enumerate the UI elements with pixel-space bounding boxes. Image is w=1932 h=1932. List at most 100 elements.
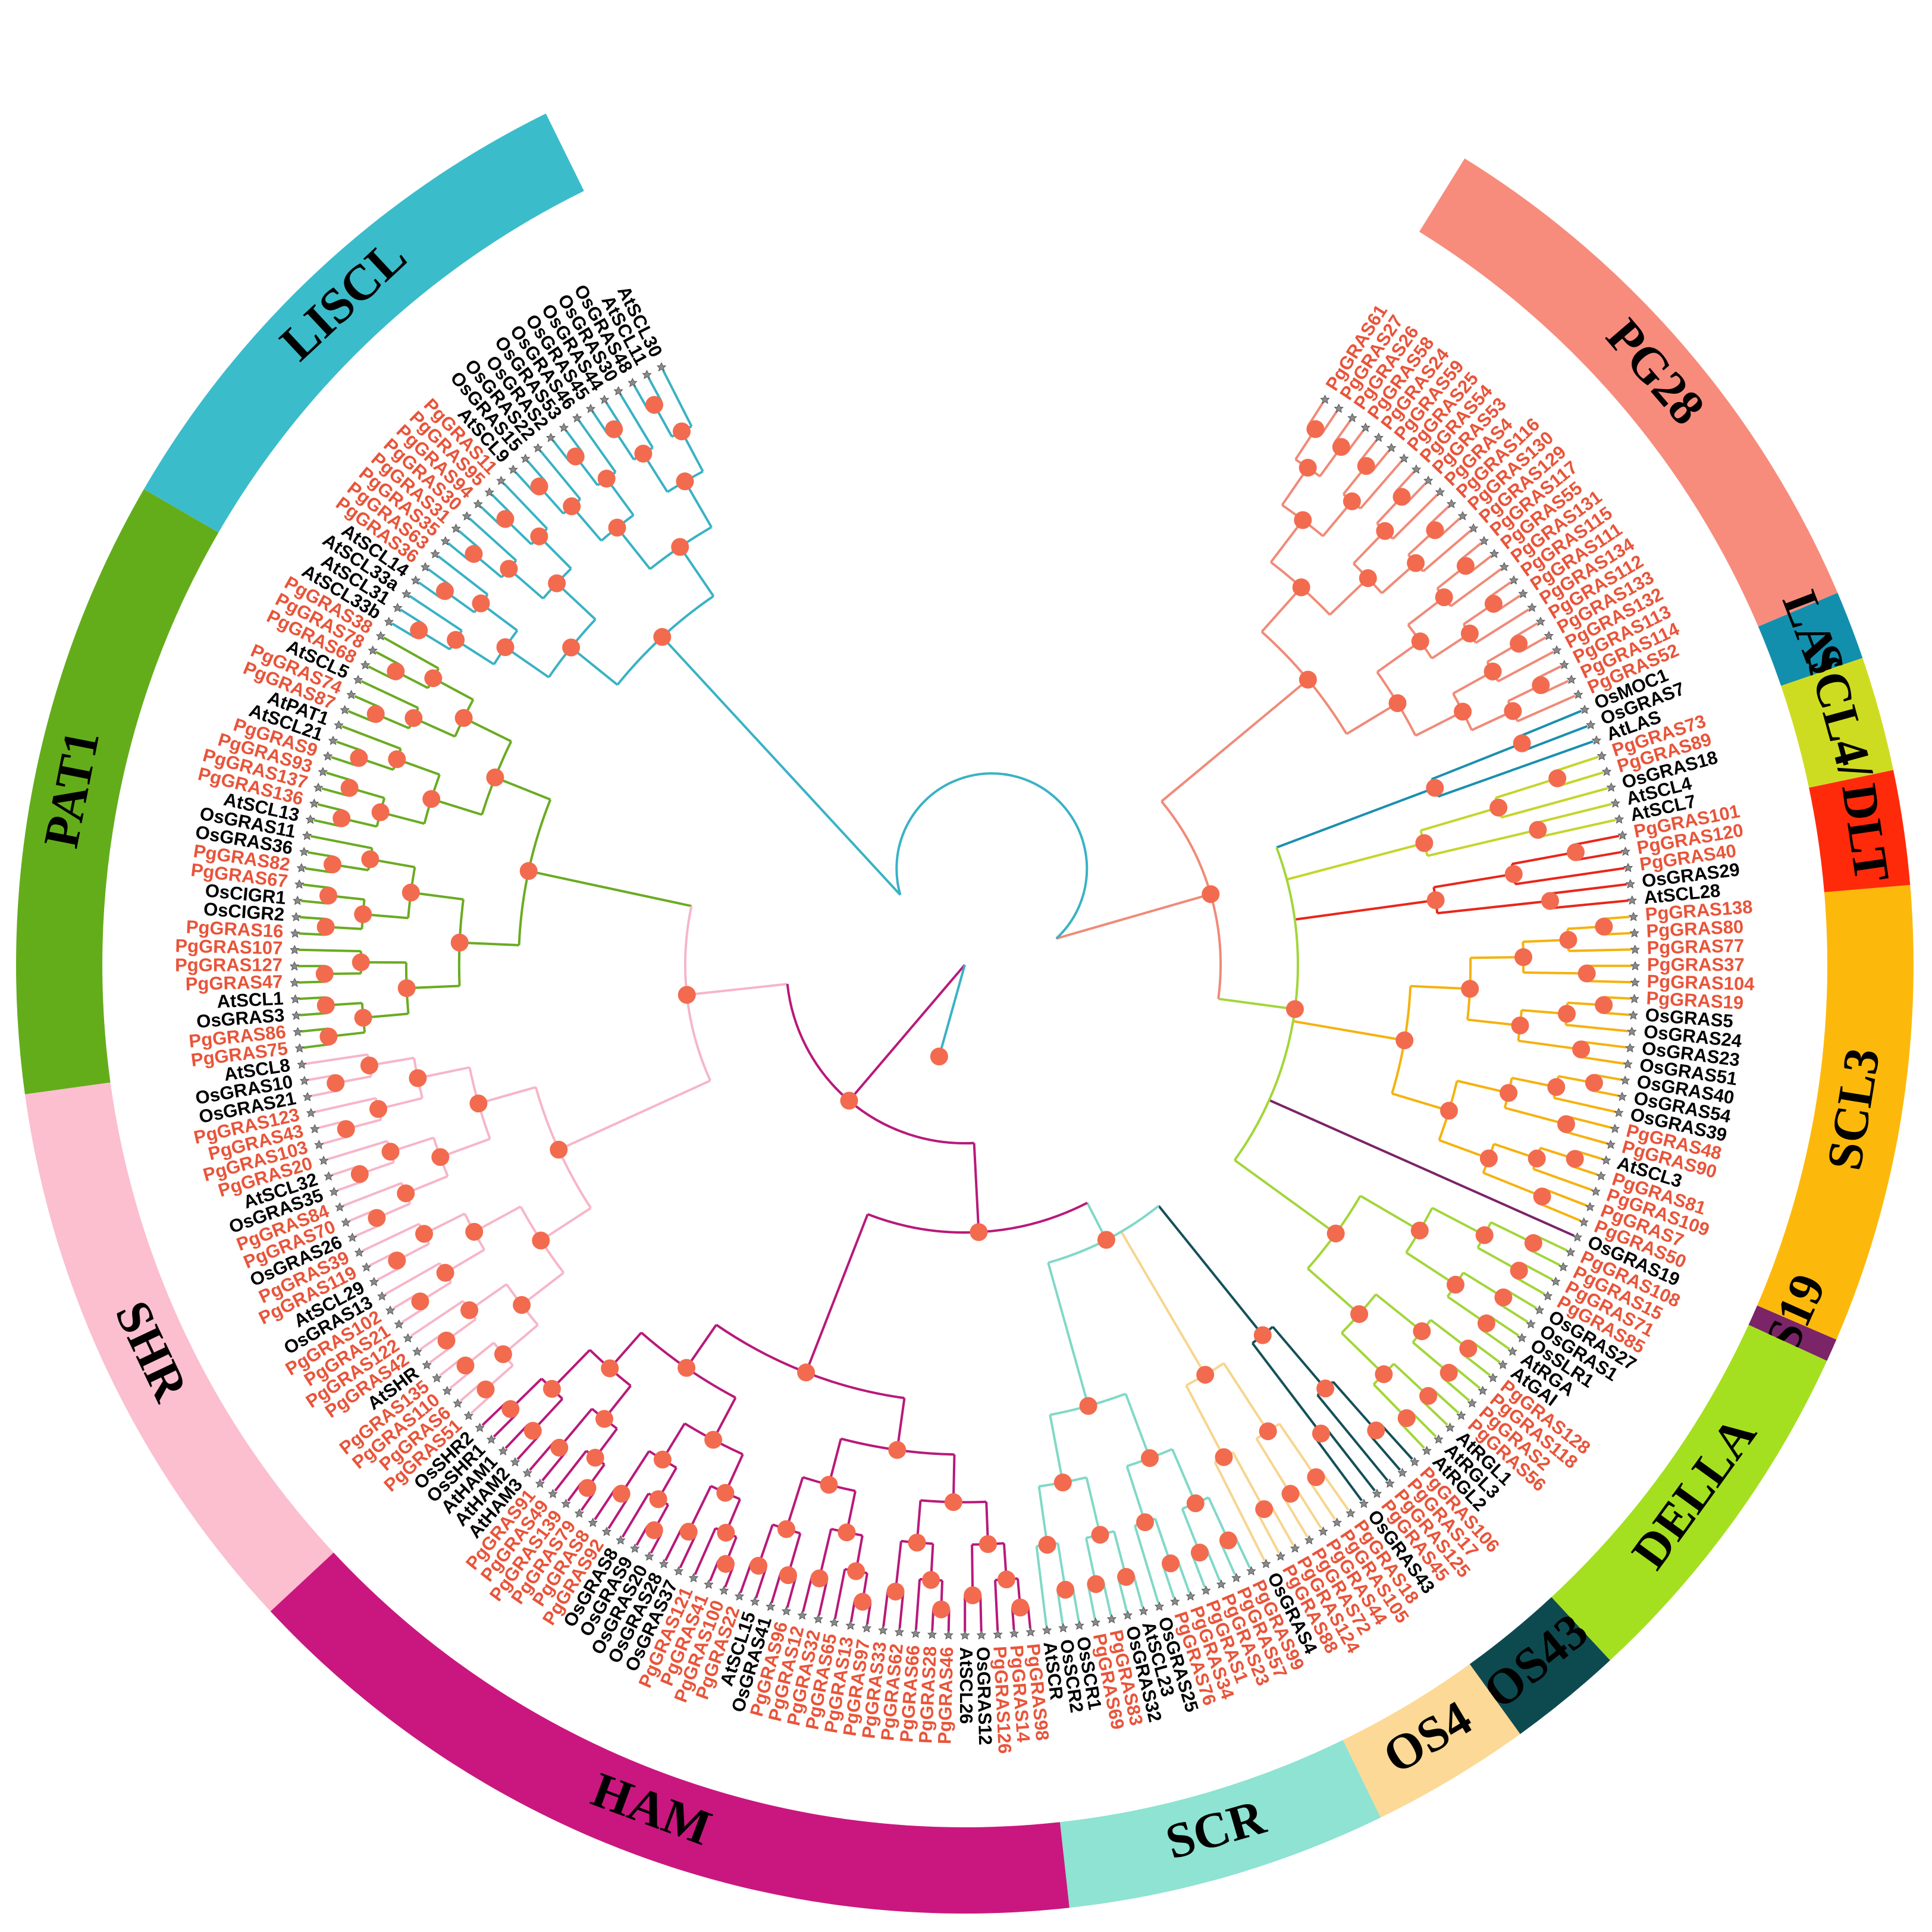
leaf-label: PgGRAS127 (175, 954, 283, 975)
leaf-label: PgGRAS19 (1646, 987, 1744, 1013)
tip-marker (334, 720, 344, 730)
branch-segment (1553, 1096, 1616, 1114)
branch-segment (318, 1120, 344, 1130)
branch-segment (1433, 873, 1514, 889)
bootstrap-node (1376, 522, 1394, 540)
branch-segment (1439, 517, 1461, 537)
tip-marker (1596, 1171, 1606, 1181)
tip-marker (1025, 1627, 1036, 1637)
tip-marker (1359, 1498, 1369, 1508)
bootstrap-node (486, 769, 504, 786)
tip-marker (290, 928, 300, 938)
branch-segment (360, 680, 419, 710)
backbone-segment (1268, 1099, 1575, 1237)
branch-segment (468, 518, 518, 562)
tip-marker (1489, 548, 1500, 559)
tip-marker (1620, 1075, 1630, 1085)
bootstrap-node (1557, 1115, 1575, 1133)
branch-segment (1422, 529, 1472, 573)
tip-marker (314, 1140, 324, 1150)
bootstrap-node (1316, 1379, 1335, 1398)
branch-segment (802, 1576, 813, 1612)
tip-marker (1138, 1606, 1149, 1616)
branch-segment (299, 932, 325, 936)
bootstrap-node (1411, 632, 1429, 651)
bootstrap-node (1388, 694, 1407, 713)
tip-marker (1478, 1385, 1488, 1395)
branch-segment (342, 1182, 403, 1207)
tip-marker (302, 1092, 313, 1102)
leaf-label: OsGRAS12 (973, 1646, 996, 1745)
tip-marker (1527, 603, 1537, 612)
bootstrap-node (854, 1592, 872, 1611)
bootstrap-node (1056, 1580, 1075, 1599)
bootstrap-node (1572, 1040, 1591, 1059)
tip-marker (1617, 1092, 1627, 1102)
branch-segment (605, 402, 622, 426)
tip-marker (1385, 1478, 1395, 1488)
bootstrap-node (970, 1223, 988, 1241)
branch-segment (307, 851, 334, 858)
branch-segment (1049, 1414, 1064, 1483)
branch-segment (621, 1492, 650, 1538)
branch-segment (1316, 1394, 1389, 1482)
tip-marker (1445, 1422, 1455, 1432)
branch-segment (1582, 1040, 1627, 1049)
tip-marker (1122, 1610, 1133, 1620)
branch-segment (310, 835, 373, 850)
tip-marker (1586, 720, 1596, 730)
tip-marker (1617, 830, 1627, 840)
branch-segment (1278, 1423, 1318, 1478)
branch-segment (1431, 742, 1523, 780)
tip-marker (1231, 1573, 1241, 1583)
tip-marker (375, 631, 386, 641)
bootstrap-node (1541, 892, 1559, 910)
tip-marker (1518, 588, 1528, 598)
group-ring-segment (1059, 1740, 1381, 1908)
branch-segment (1567, 1115, 1612, 1129)
bootstrap-node (1494, 1288, 1513, 1307)
branch-segment (1488, 581, 1512, 598)
tip-marker (976, 1630, 987, 1640)
branch-segment (540, 1207, 592, 1242)
bootstrap-node (523, 1422, 542, 1440)
tip-marker (1579, 704, 1590, 714)
bootstrap-node (354, 1009, 372, 1027)
bootstrap-node (1461, 980, 1479, 998)
bootstrap-node (496, 510, 515, 528)
bootstrap-node (1447, 1275, 1464, 1294)
tip-marker (322, 751, 333, 761)
bootstrap-node (566, 447, 585, 466)
bootstrap-node (1426, 779, 1444, 797)
branch-segment (1307, 402, 1324, 426)
branch-segment (578, 420, 617, 473)
branch-segment (314, 1097, 377, 1114)
tip-marker (291, 1010, 302, 1020)
branch-segment (298, 980, 325, 984)
leaf-label: AtSCL26 (956, 1647, 977, 1724)
bootstrap-node (1038, 1536, 1056, 1554)
branch-segment (1574, 835, 1620, 846)
bootstrap-node (397, 979, 416, 998)
bootstrap-node (1202, 885, 1220, 904)
branch-segment (429, 1346, 452, 1364)
tip-marker (656, 362, 667, 372)
tip-marker (328, 735, 338, 745)
branch-segment (327, 1140, 388, 1161)
branch-segment (1517, 694, 1576, 723)
branch-segment (1359, 1194, 1420, 1232)
bootstrap-node (1215, 1448, 1233, 1466)
bootstrap-node (465, 1222, 484, 1241)
tip-marker (346, 689, 356, 700)
branch-segment (994, 1580, 999, 1631)
tip-marker (829, 1617, 839, 1627)
bootstrap-node (1117, 1568, 1136, 1586)
bootstrap-node (422, 790, 441, 808)
bootstrap-node (1196, 1366, 1215, 1384)
tip-marker (1468, 523, 1479, 533)
bootstrap-node (1548, 769, 1567, 788)
tip-marker (1275, 1551, 1286, 1561)
branch-segment (1321, 1472, 1350, 1511)
bootstrap-node (1162, 1554, 1180, 1573)
tip-marker (432, 1373, 442, 1383)
